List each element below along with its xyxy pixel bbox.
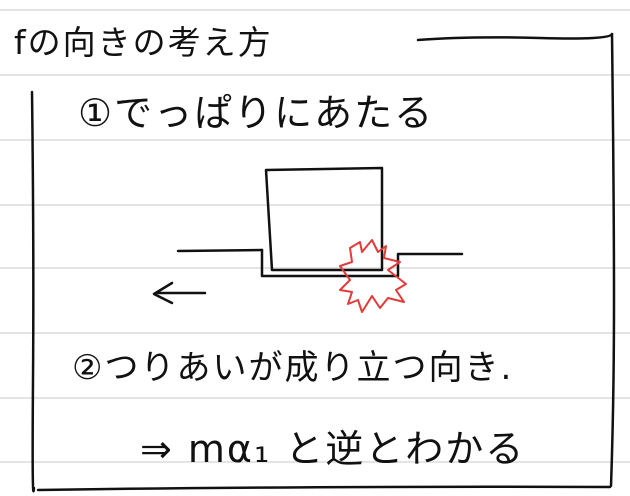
left-arrow-icon	[152, 281, 207, 305]
box	[264, 166, 384, 272]
frame-left-side	[30, 90, 36, 493]
floor-left	[176, 248, 264, 253]
floor-bump	[260, 248, 464, 278]
frame-right-side	[609, 32, 616, 488]
page-title: fの向きの考え方	[14, 23, 273, 62]
note-item-1: ①でっぱりにあたる	[78, 91, 435, 135]
note-item-2: ②つりあいが成り立つ向き.	[72, 348, 514, 388]
frame-bottom-line	[36, 485, 612, 492]
frame-top-line	[416, 32, 614, 42]
impact-burst-icon	[339, 239, 407, 313]
note-item-3: ⇒ mα₁ と逆とわかる	[140, 427, 526, 471]
